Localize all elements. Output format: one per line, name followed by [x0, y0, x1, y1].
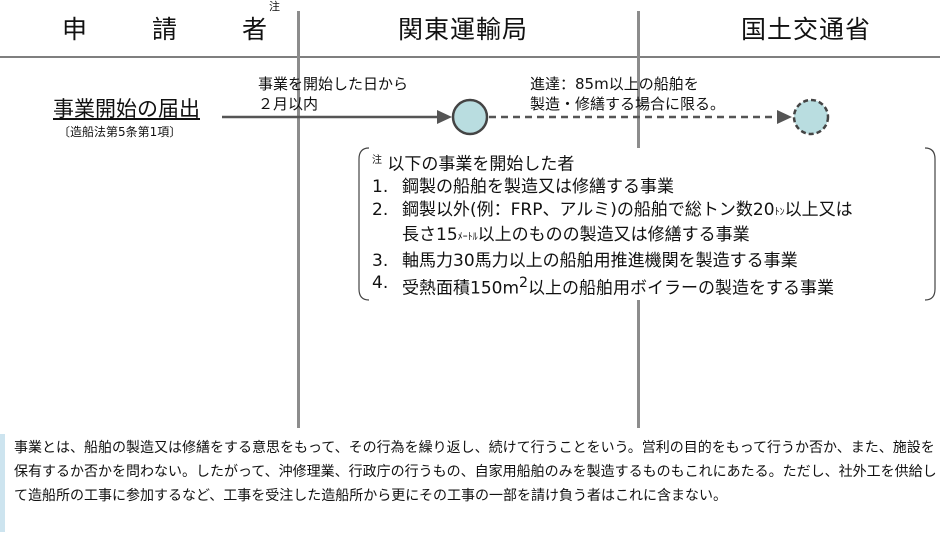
header-applicant: 申 請 者 注: [62, 0, 298, 46]
note-bracket-right: [924, 147, 936, 301]
unit-meter: ﾒｰﾄﾙ: [457, 232, 478, 244]
forward-line-2: 製造・修繕する場合に限る。: [530, 95, 726, 113]
arrow-forward-head: [777, 110, 792, 124]
definition-accent-bar: [0, 434, 5, 532]
forward-line-1: 進達：85m以上の船舶を: [530, 75, 699, 93]
note-bracket-box: [358, 147, 936, 301]
note-item-text-a: 鋼製以外(例：FRP、アルミ)の船舶で総トン数20: [402, 199, 775, 220]
deadline-line-1: 事業を開始した日から: [258, 75, 409, 93]
note-title: 注 以下の事業を開始した者: [372, 150, 853, 176]
note-item-text-b: 以上又は: [784, 199, 853, 220]
superscript: 2: [519, 275, 529, 292]
note-mark: 注: [372, 155, 382, 166]
note-item-text: 軸馬力30馬力以上の船舶用推進機関を製造する事業: [402, 250, 798, 271]
deadline-line-2: ２月以内: [258, 95, 319, 113]
note-item: 3. 軸馬力30馬力以上の船舶用推進機関を製造する事業: [372, 250, 853, 273]
note-items: 1. 鋼製の船舶を製造又は修繕する事業 2. 鋼製以外(例：FRP、アルミ)の船…: [372, 176, 853, 300]
note-item-number: 2.: [372, 199, 389, 220]
bureau-node: [451, 98, 489, 136]
ministry-node: [792, 98, 830, 136]
unit-ton: ﾄﾝ: [774, 206, 785, 218]
note-item-text-c: 長さ15: [402, 225, 458, 246]
note-item-text: 鋼製の船舶を製造又は修繕する事業: [402, 177, 674, 198]
note-list: 注 以下の事業を開始した者 1. 鋼製の船舶を製造又は修繕する事業 2. 鋼製以…: [372, 150, 853, 300]
header-applicant-label: 申 請 者: [62, 15, 288, 44]
note-item-text: 鋼製以外(例：FRP、アルミ)の船舶で総トン数20ﾄﾝ以上又は 長さ15ﾒｰﾄﾙ…: [402, 199, 853, 250]
note-item-text-b: 以上の船舶用ボイラーの製造をする事業: [528, 278, 835, 299]
start-law-reference: 〔造船法第5条第1項〕: [58, 125, 182, 139]
note-item-number: 1.: [372, 177, 389, 198]
note-item: 2. 鋼製以外(例：FRP、アルミ)の船舶で総トン数20ﾄﾝ以上又は 長さ15ﾒ…: [372, 199, 853, 250]
note-item-number: 3.: [372, 250, 389, 271]
note-item-text-a: 受熱面積150m: [402, 278, 520, 299]
forward-note: 進達：85m以上の船舶を 製造・修繕する場合に限る。: [530, 74, 725, 114]
note-item: 4. 受熱面積150m2以上の船舶用ボイラーの製造をする事業: [372, 272, 853, 300]
header-ministry: 国土交通省: [741, 15, 872, 44]
note-item-text-d: 以上のものの製造又は修繕する事業: [477, 225, 750, 246]
note-item-number: 4.: [372, 273, 389, 294]
header-divider: [0, 56, 940, 58]
note-item-text: 受熱面積150m2以上の船舶用ボイラーの製造をする事業: [402, 272, 834, 300]
note-mark: 注: [269, 0, 281, 13]
definition-text: 事業とは、船舶の製造又は修繕をする意思をもって、その行為を繰り返し、続けて行うこ…: [14, 440, 937, 504]
header-bureau: 関東運輸局: [398, 15, 529, 44]
lane-divider-1: [297, 11, 300, 428]
deadline-note: 事業を開始した日から ２月以内: [258, 74, 408, 114]
note-item: 1. 鋼製の船舶を製造又は修繕する事業: [372, 176, 853, 199]
note-bracket-left: [358, 147, 370, 301]
start-label: 事業開始の届出: [53, 97, 200, 121]
arrow-submit-head: [437, 110, 452, 124]
note-title-text: 以下の事業を開始した者: [387, 154, 575, 175]
